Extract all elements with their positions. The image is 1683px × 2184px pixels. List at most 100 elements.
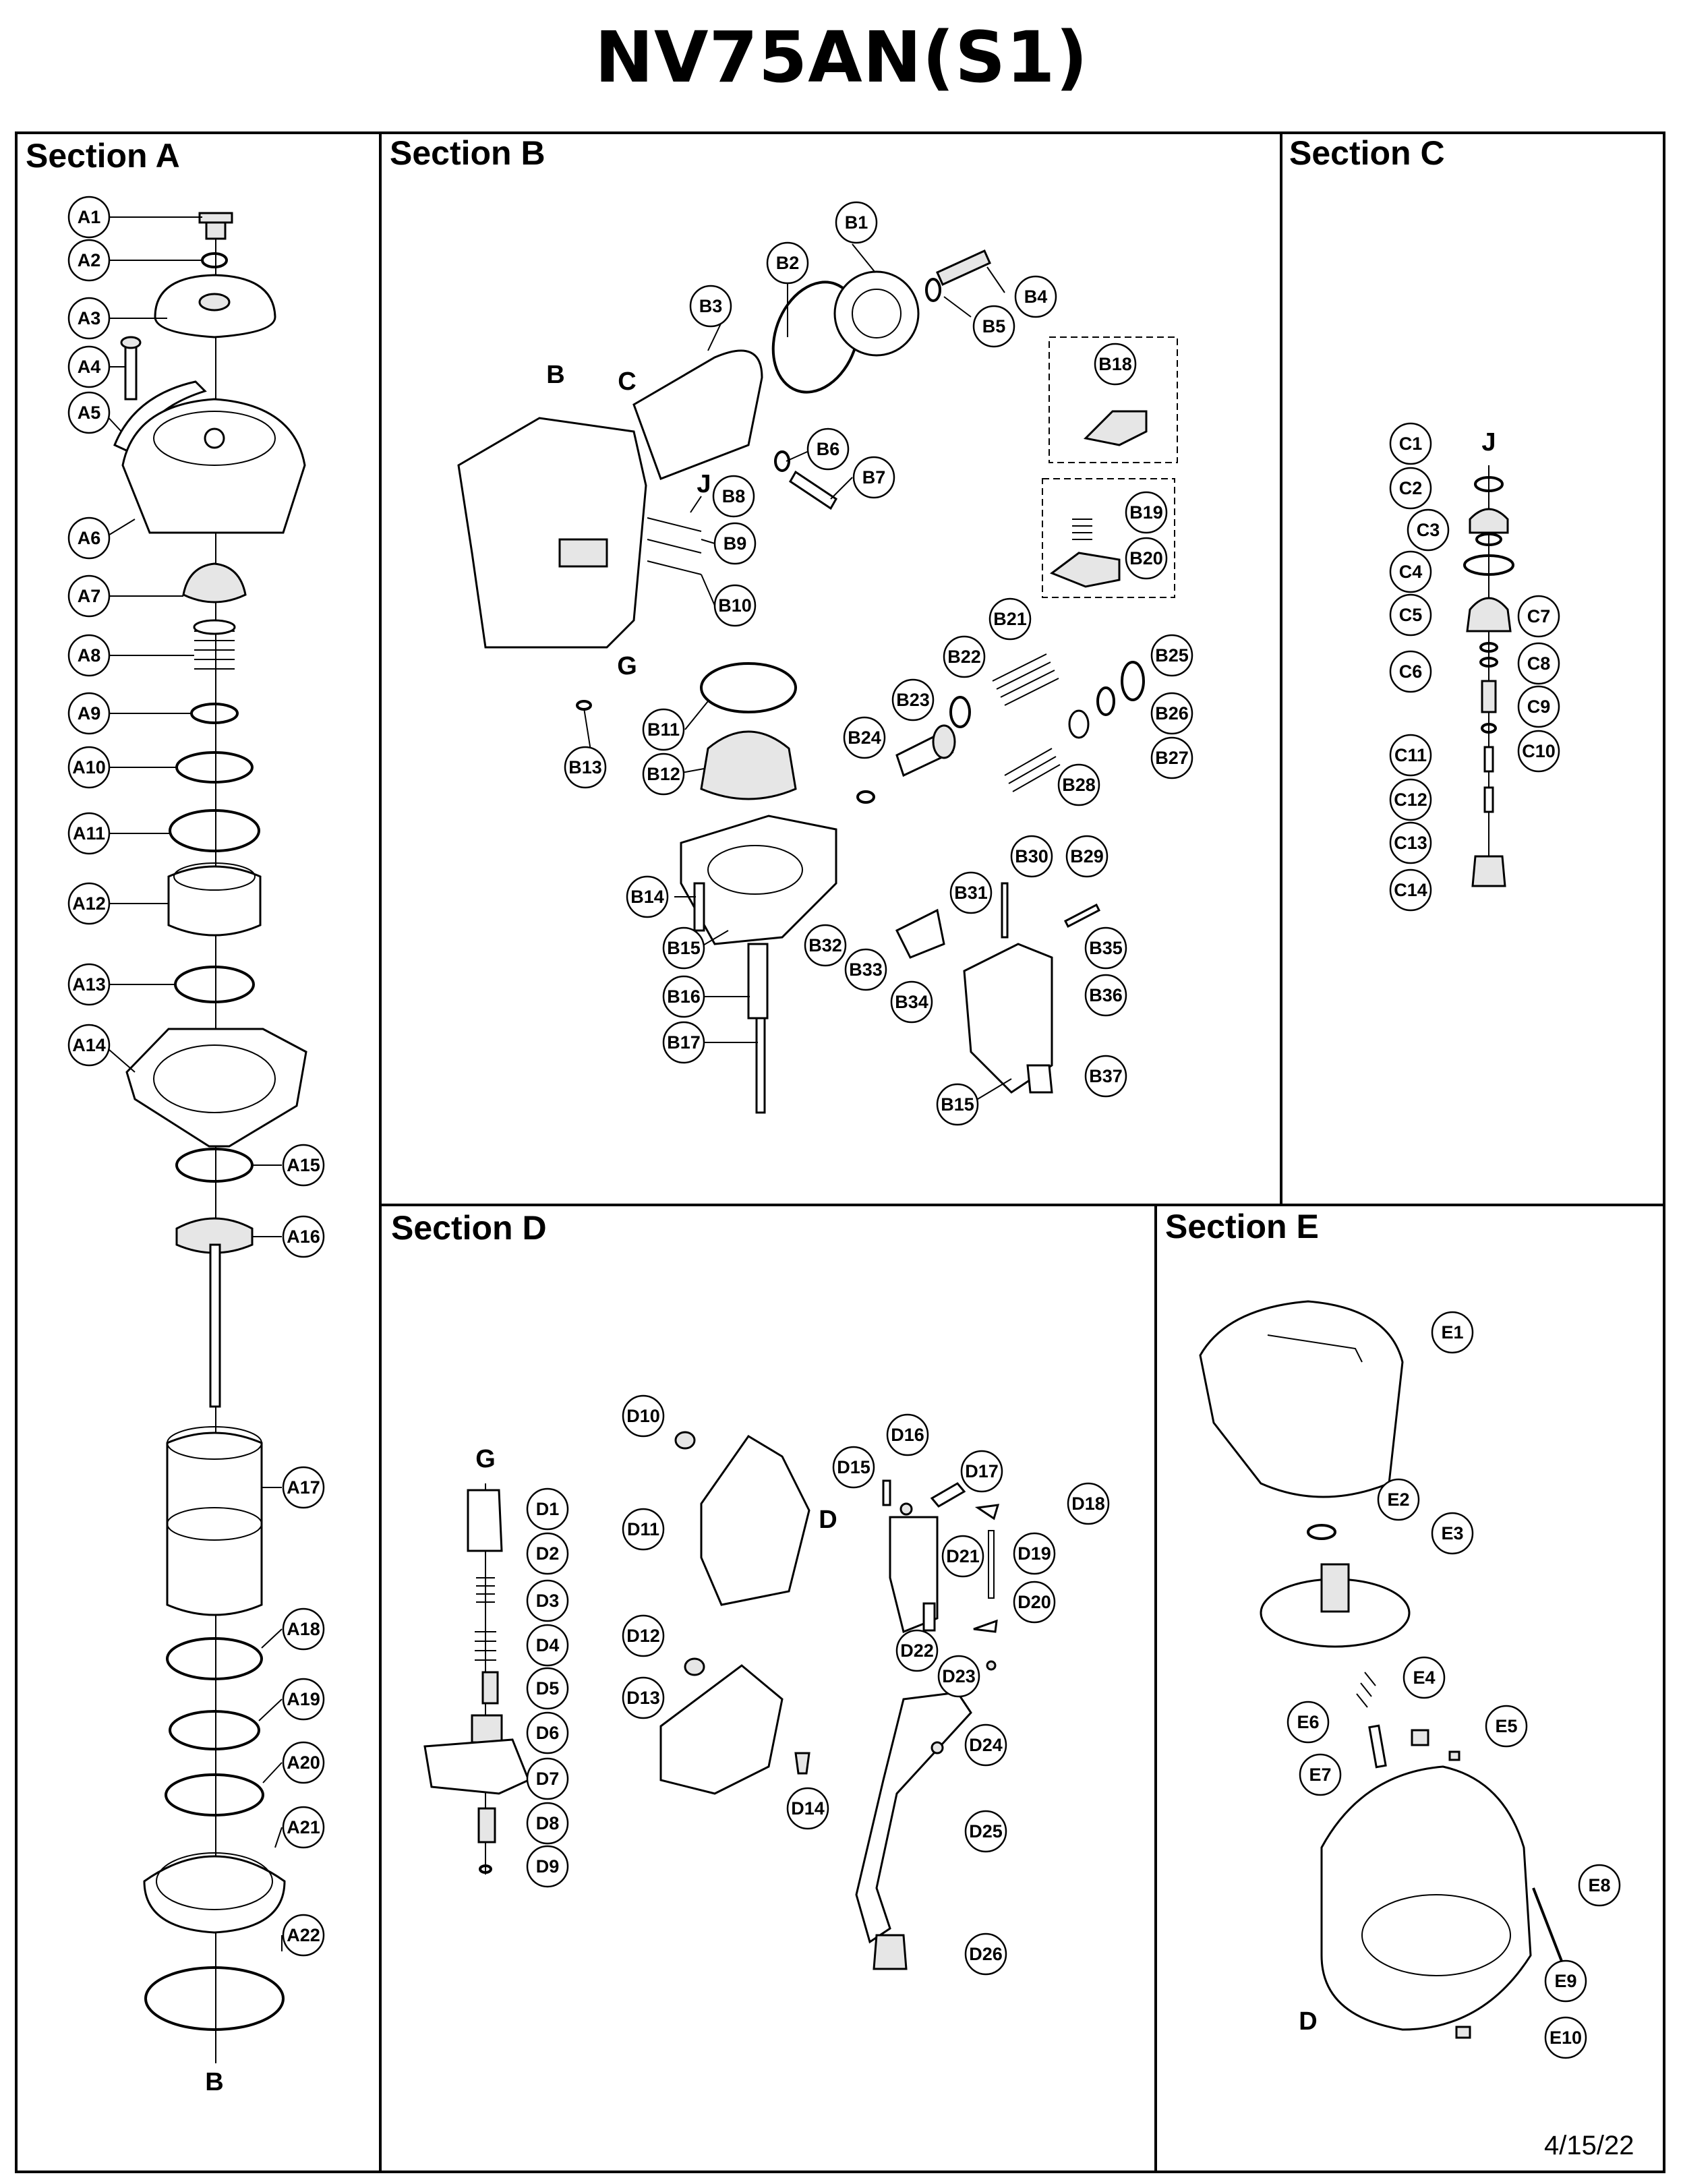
svg-text:B15: B15	[941, 1094, 974, 1115]
revision-date: 4/15/22	[1544, 2131, 1634, 2160]
callout-e1: E1	[1431, 1311, 1474, 1354]
callout-a9: A9	[67, 692, 111, 735]
svg-text:A12: A12	[72, 893, 106, 914]
callout-c5: C5	[1389, 593, 1432, 637]
svg-text:A20: A20	[287, 1752, 320, 1773]
svg-text:D15: D15	[837, 1457, 870, 1477]
svg-text:B28: B28	[1062, 775, 1096, 795]
svg-text:C1: C1	[1399, 434, 1423, 454]
svg-text:B7: B7	[862, 467, 886, 488]
svg-text:A14: A14	[72, 1035, 106, 1055]
svg-text:B23: B23	[896, 690, 930, 710]
svg-text:C13: C13	[1394, 833, 1427, 853]
svg-text:A19: A19	[287, 1689, 320, 1709]
svg-text:A1: A1	[78, 207, 101, 227]
connection-letter-g: G	[475, 1445, 496, 1473]
callout-b23: B23	[891, 678, 935, 721]
svg-text:D25: D25	[969, 1821, 1003, 1841]
callout-d12: D12	[622, 1614, 665, 1657]
svg-text:B2: B2	[776, 253, 800, 273]
callout-c4: C4	[1389, 550, 1432, 593]
connection-letter-b: B	[205, 2068, 223, 2096]
callout-c3: C3	[1407, 508, 1450, 552]
callout-d25: D25	[964, 1810, 1007, 1853]
svg-text:B9: B9	[724, 533, 747, 554]
callout-b20: B20	[1125, 537, 1168, 580]
svg-text:A13: A13	[72, 974, 106, 995]
svg-text:A21: A21	[287, 1817, 320, 1837]
callout-d26: D26	[964, 1932, 1007, 1976]
callout-b27: B27	[1150, 736, 1193, 779]
callout-c6: C6	[1389, 650, 1432, 693]
connection-letter-d: D	[819, 1506, 837, 1534]
section-e-frame	[1154, 1204, 1665, 2173]
callout-d6: D6	[526, 1711, 569, 1754]
section-e-parts	[1199, 1300, 1576, 2039]
callout-b29: B29	[1065, 835, 1109, 878]
svg-text:D22: D22	[900, 1641, 934, 1661]
callout-e3: E3	[1431, 1512, 1474, 1555]
svg-text:C3: C3	[1417, 520, 1440, 540]
svg-text:C6: C6	[1399, 661, 1423, 682]
callout-b36: B36	[1084, 974, 1127, 1017]
callout-b8: B8	[712, 475, 755, 518]
callout-a7: A7	[67, 574, 111, 618]
svg-text:C2: C2	[1399, 478, 1423, 498]
svg-text:A17: A17	[287, 1477, 320, 1498]
callout-a8: A8	[67, 634, 111, 677]
callout-a16: A16	[282, 1215, 325, 1258]
callout-d22: D22	[895, 1629, 939, 1672]
svg-text:D10: D10	[626, 1406, 660, 1426]
callout-e7: E7	[1299, 1753, 1342, 1796]
svg-text:A8: A8	[78, 645, 101, 666]
callout-a10: A10	[67, 746, 111, 789]
svg-text:B27: B27	[1155, 748, 1189, 768]
svg-text:B3: B3	[699, 296, 723, 316]
svg-text:B25: B25	[1155, 645, 1189, 666]
callout-d11: D11	[622, 1508, 665, 1551]
svg-text:A22: A22	[287, 1925, 320, 1945]
callout-e8: E8	[1578, 1864, 1621, 1907]
callout-b34: B34	[890, 980, 933, 1024]
callout-d14: D14	[786, 1787, 829, 1830]
callout-b9: B9	[713, 522, 757, 565]
section-d-parts	[423, 1431, 1000, 1970]
svg-text:B13: B13	[568, 757, 602, 777]
svg-text:B18: B18	[1098, 354, 1132, 374]
svg-text:D24: D24	[969, 1735, 1003, 1755]
svg-text:C11: C11	[1394, 745, 1427, 765]
callout-b24: B24	[843, 716, 886, 759]
svg-text:D16: D16	[891, 1425, 924, 1445]
callout-b19: B19	[1125, 491, 1168, 534]
callout-a2: A2	[67, 239, 111, 282]
svg-text:D9: D9	[536, 1856, 560, 1877]
callout-d9: D9	[526, 1845, 569, 1888]
svg-text:B19: B19	[1129, 502, 1163, 523]
callout-b21: B21	[988, 597, 1032, 641]
svg-text:C5: C5	[1399, 605, 1423, 625]
svg-text:D19: D19	[1017, 1543, 1051, 1564]
svg-text:B24: B24	[848, 728, 881, 748]
section-frames	[15, 131, 1665, 2173]
callout-d18: D18	[1067, 1482, 1110, 1525]
callout-e2: E2	[1377, 1478, 1420, 1521]
callout-a4: A4	[67, 345, 111, 388]
svg-text:A11: A11	[73, 823, 105, 844]
callout-b25: B25	[1150, 634, 1193, 677]
callout-d23: D23	[937, 1655, 980, 1698]
svg-text:E10: E10	[1549, 2028, 1582, 2048]
callout-b26: B26	[1150, 692, 1193, 735]
callout-e4: E4	[1402, 1656, 1446, 1699]
svg-text:D20: D20	[1017, 1592, 1051, 1612]
svg-text:B30: B30	[1015, 846, 1049, 866]
callout-a15: A15	[282, 1144, 325, 1187]
svg-text:E4: E4	[1413, 1667, 1435, 1688]
svg-text:D26: D26	[969, 1944, 1003, 1964]
callout-d15: D15	[832, 1446, 875, 1489]
svg-text:D7: D7	[536, 1769, 560, 1789]
callout-d19: D19	[1013, 1532, 1056, 1575]
callout-c1: C1	[1389, 422, 1432, 465]
callout-a14: A14	[67, 1024, 111, 1067]
svg-text:B8: B8	[722, 486, 746, 506]
